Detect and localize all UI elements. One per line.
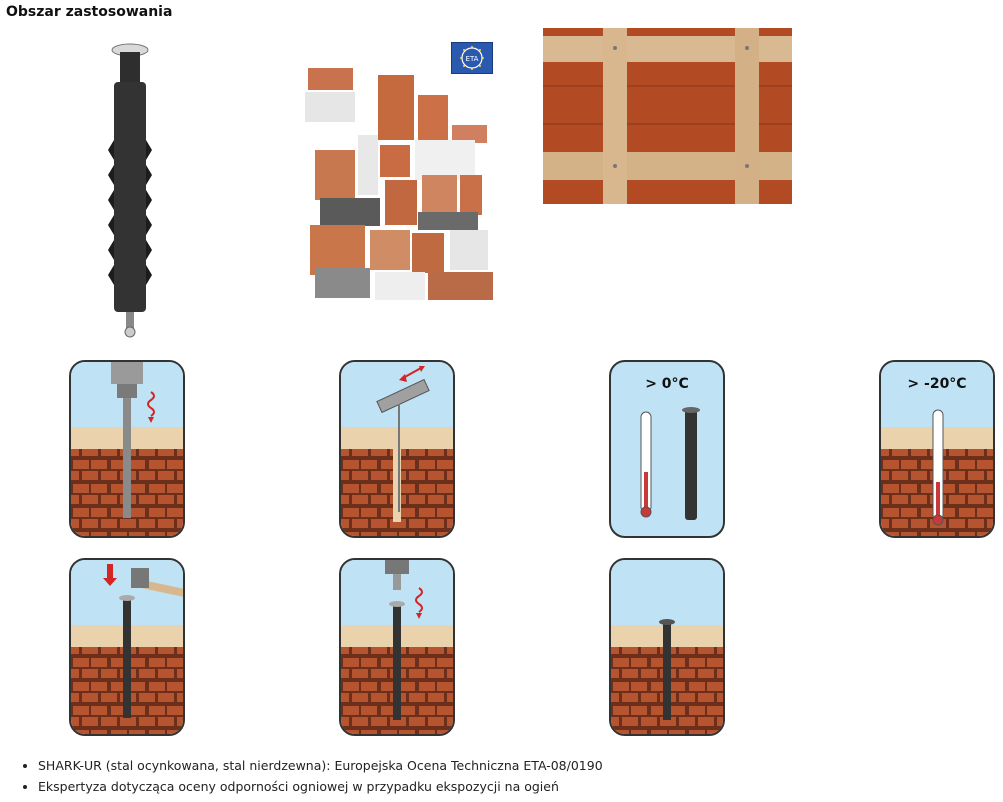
step-temp-above-zero: > 0°C — [609, 360, 725, 538]
svg-text:ETA: ETA — [466, 55, 479, 63]
step-drill-hole — [69, 360, 185, 538]
masonry-materials-image — [300, 40, 500, 305]
step-installed-anchor — [609, 558, 725, 736]
list-item: SHARK-UR (stal ocynkowana, stal nierdzew… — [38, 755, 603, 776]
step-drive-screw — [339, 558, 455, 736]
step-hammer-anchor — [69, 558, 185, 736]
timber-frame-wall-image — [543, 28, 792, 204]
list-item: Ekspertyza dotycząca oceny odporności og… — [38, 776, 603, 797]
anchor-product-image — [100, 40, 160, 340]
eta-badge-icon: ETA — [451, 42, 493, 74]
section-heading: Obszar zastosowania — [6, 4, 173, 20]
feature-list: SHARK-UR (stal ocynkowana, stal nierdzew… — [22, 755, 603, 797]
temp-label-above-zero: > 0°C — [645, 376, 689, 392]
step-temp-above-minus-twenty: > -20°C — [879, 360, 995, 538]
step-clean-hole — [339, 360, 455, 538]
temp-label-above-minus-twenty: > -20°C — [907, 376, 967, 392]
